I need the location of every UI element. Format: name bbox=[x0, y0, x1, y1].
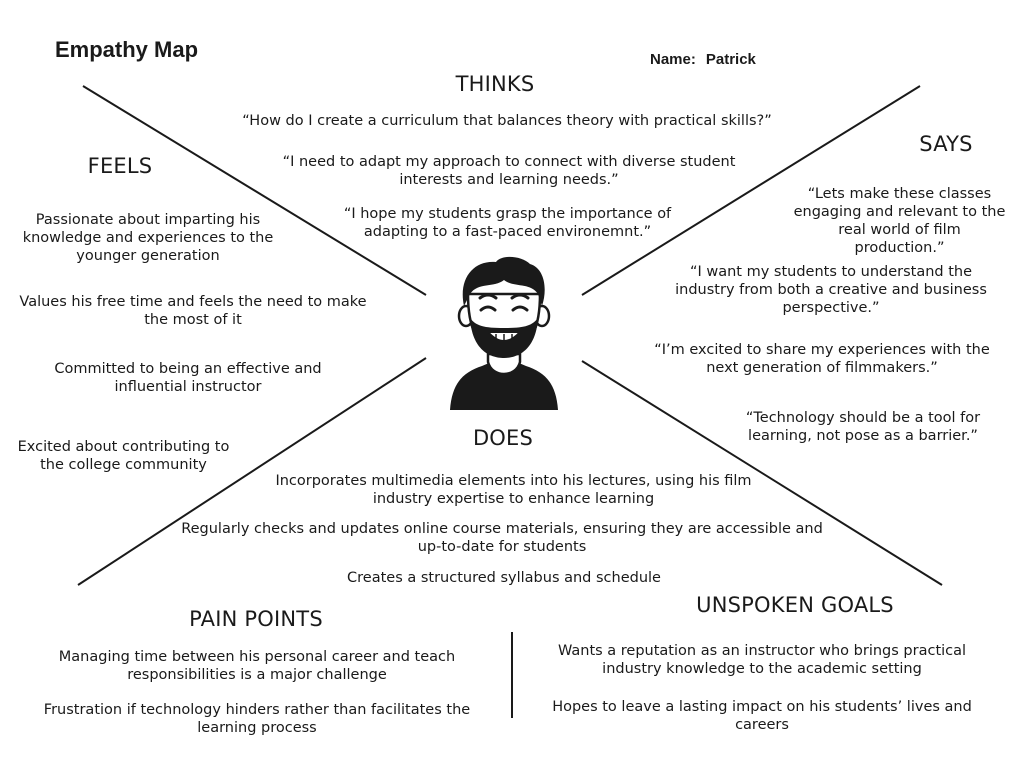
pain-points-item-1: Managing time between his personal caree… bbox=[58, 649, 456, 683]
unspoken-goals-item-1: Wants a reputation as an instructor who … bbox=[557, 643, 967, 677]
feels-item-4: Excited about contributing to the colleg… bbox=[17, 439, 230, 473]
name-label: Name: bbox=[650, 51, 696, 68]
page-title: Empathy Map bbox=[55, 37, 199, 62]
thinks-item-2: “I need to adapt my approach to connect … bbox=[282, 154, 736, 188]
says-item-2: “I want my students to understand the in… bbox=[675, 264, 987, 316]
feels-item-1: Passionate about imparting his knowledge… bbox=[22, 212, 274, 264]
feels-heading: FEELS bbox=[87, 154, 153, 178]
says-item-3: “I’m excited to share my experiences wit… bbox=[654, 342, 990, 376]
does-item-2: Regularly checks and updates online cour… bbox=[181, 521, 823, 555]
divider-bottom-left bbox=[77, 357, 427, 586]
divider-top-right bbox=[581, 85, 921, 296]
persona-name: Name: Patrick bbox=[650, 51, 756, 68]
pain-points-heading: PAIN POINTS bbox=[189, 607, 323, 631]
unspoken-goals-item-2: Hopes to leave a lasting impact on his s… bbox=[552, 699, 972, 733]
thinks-heading: THINKS bbox=[455, 72, 535, 96]
divider-top-left bbox=[82, 85, 427, 296]
feels-item-3: Committed to being an effective and infl… bbox=[54, 361, 322, 395]
does-item-1: Incorporates multimedia elements into hi… bbox=[275, 473, 752, 507]
thinks-item-1: “How do I create a curriculum that balan… bbox=[242, 113, 772, 129]
unspoken-goals-heading: UNSPOKEN GOALS bbox=[696, 593, 894, 617]
says-item-1: “Lets make these classes engaging and re… bbox=[793, 186, 1006, 256]
persona-avatar-icon bbox=[450, 256, 558, 410]
pain-points-item-2: Frustration if technology hinders rather… bbox=[43, 702, 471, 736]
feels-item-2: Values his free time and feels the need … bbox=[19, 294, 367, 328]
thinks-item-3: “I hope my students grasp the importance… bbox=[343, 206, 672, 240]
says-item-4: “Technology should be a tool for learnin… bbox=[745, 410, 981, 444]
does-item-3: Creates a structured syllabus and schedu… bbox=[347, 570, 661, 586]
does-heading: DOES bbox=[472, 426, 534, 450]
divider-bottom-right bbox=[581, 360, 943, 586]
says-heading: SAYS bbox=[919, 132, 973, 156]
name-value: Patrick bbox=[705, 51, 756, 68]
